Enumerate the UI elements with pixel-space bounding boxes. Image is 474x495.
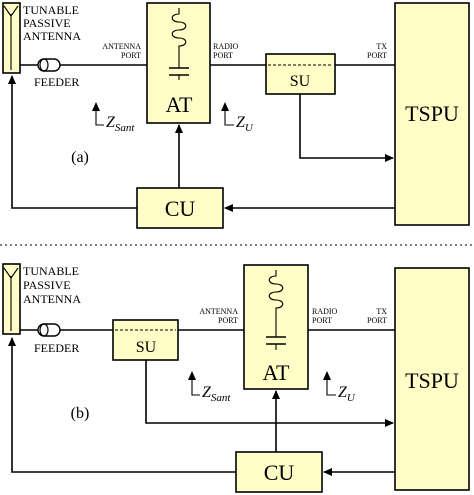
diagram-b: TUNABLE PASSIVE ANTENNA FEEDER SU ANTENN…	[2, 263, 470, 493]
at-block-a: AT	[146, 2, 211, 124]
antenna-a	[2, 2, 21, 74]
panel-label-b: (b)	[71, 405, 90, 422]
radio-port-label-line2: PORT	[213, 51, 233, 60]
zsant-label: ZSant	[202, 384, 231, 404]
feeder-label: FEEDER	[34, 75, 79, 89]
zsant-arrow	[92, 102, 104, 126]
cu-block-b: CU	[235, 451, 323, 493]
diagram-a: TUNABLE PASSIVE ANTENNA FEEDER ANTENNA P…	[2, 2, 470, 229]
at-label: AT	[263, 360, 290, 385]
zu-sub: U	[347, 392, 356, 404]
zsant-label: ZSant	[106, 114, 135, 134]
antenna-port-label-line1: ANTENNA	[102, 42, 141, 51]
zu-sub: U	[245, 122, 254, 134]
zsant-sub: Sant	[115, 122, 136, 134]
radio-port-label-line2: PORT	[312, 316, 332, 325]
tx-port-label-line1: TX	[376, 307, 387, 316]
tspu-label: TSPU	[405, 368, 459, 393]
tx-port-label-line2: PORT	[367, 51, 387, 60]
antenna-port-label-line1: ANTENNA	[199, 307, 238, 316]
radio-port-label-line1: RADIO	[213, 42, 239, 51]
zu-label: ZU	[338, 384, 356, 404]
antenna-label-line3: ANTENNA	[23, 292, 81, 306]
su-label: SU	[136, 339, 157, 356]
zsant-base: Z	[106, 114, 116, 131]
su-block-b: SU	[112, 319, 179, 361]
tspu-block-a: TSPU	[394, 2, 470, 226]
antenna-b	[2, 263, 21, 335]
inductor-icon	[171, 8, 187, 62]
feeder-label: FEEDER	[34, 341, 79, 355]
tx-port-label-line1: TX	[376, 42, 387, 51]
antenna-port-label-line2: PORT	[121, 51, 141, 60]
cu-label: CU	[264, 460, 295, 485]
antenna-label-line1: TUNABLE	[23, 3, 79, 17]
su-label: SU	[290, 73, 311, 90]
tspu-block-b: TSPU	[394, 267, 470, 491]
cu-block-a: CU	[136, 187, 224, 229]
radio-port-label-line1: RADIO	[312, 307, 338, 316]
zu-arrow	[221, 102, 234, 126]
zu-arrow	[323, 371, 336, 396]
cu-to-antenna-arrow	[7, 337, 236, 473]
su-to-tspu-arrow	[299, 94, 394, 162]
antenna-label-line2: PASSIVE	[23, 278, 71, 292]
zsant-sub: Sant	[211, 392, 232, 404]
antenna-icon	[3, 5, 19, 70]
feeder-coax-icon	[37, 323, 61, 337]
zu-base: Z	[236, 114, 246, 131]
panel-label-a: (a)	[71, 149, 89, 166]
su-block-a: SU	[265, 53, 336, 95]
at-block-b: AT	[243, 264, 309, 390]
su-to-tspu-arrow	[145, 360, 394, 427]
zsant-base: Z	[202, 384, 212, 401]
zu-base: Z	[338, 384, 348, 401]
antenna-label-line2: PASSIVE	[23, 16, 71, 30]
cu-label: CU	[165, 196, 196, 221]
inductor-icon	[268, 270, 284, 330]
cu-to-antenna-arrow	[7, 75, 137, 209]
at-label: AT	[166, 92, 193, 117]
antenna-port-label-line2: PORT	[218, 316, 238, 325]
zsant-arrow	[188, 371, 200, 396]
zu-label: ZU	[236, 114, 254, 134]
tx-port-label-line2: PORT	[367, 316, 387, 325]
antenna-icon	[3, 267, 19, 331]
tspu-label: TSPU	[405, 101, 459, 126]
antenna-label-line1: TUNABLE	[23, 264, 79, 278]
antenna-label-line3: ANTENNA	[23, 29, 81, 43]
feeder-coax-icon	[37, 58, 61, 72]
